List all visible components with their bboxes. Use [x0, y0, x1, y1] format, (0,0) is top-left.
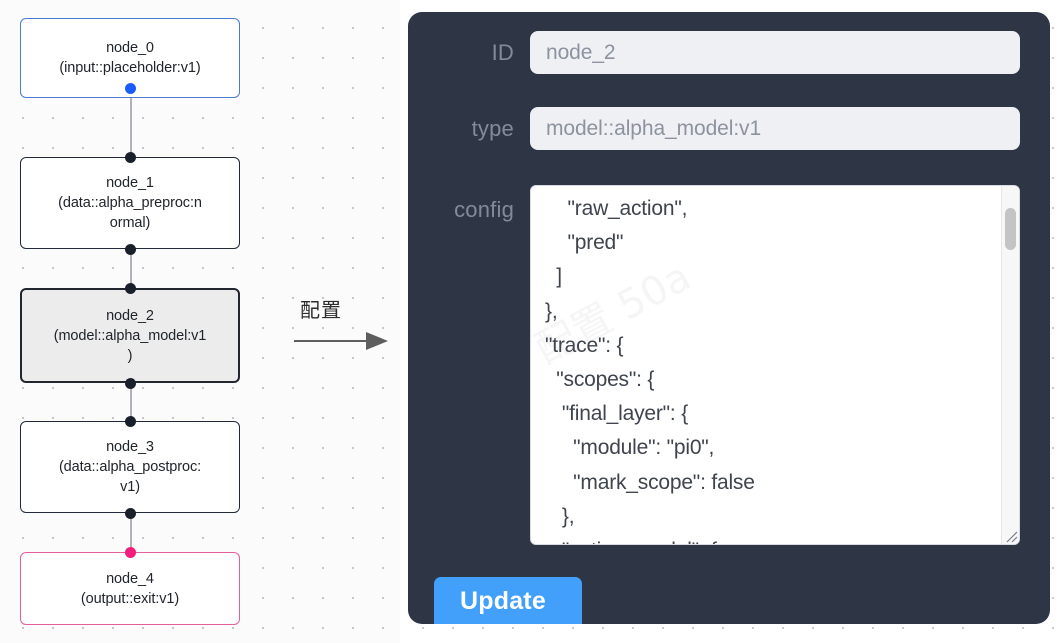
node-title: node_2 — [106, 307, 154, 324]
edge-node2-node3 — [130, 383, 132, 422]
node-subtitle-line2: ormal) — [109, 215, 151, 231]
config-textarea[interactable]: "raw_action", "pred" ] }, "trace": { "sc… — [530, 185, 1020, 545]
config-scrollbar-thumb[interactable] — [1005, 208, 1016, 250]
graph-node-node_3[interactable]: node_3 (data::alpha_postproc: v1) — [20, 421, 240, 513]
node-port-node_1-input[interactable] — [125, 152, 136, 163]
graph-node-node_4[interactable]: node_4 (output::exit:v1) — [20, 552, 240, 625]
node-title: node_4 — [106, 570, 154, 587]
type-field-label: type — [471, 116, 514, 141]
right-arrow-icon — [294, 332, 388, 350]
config-annotation: 配置 — [292, 298, 396, 364]
node-title: node_1 — [106, 175, 154, 191]
type-input[interactable] — [530, 107, 1020, 150]
node-subtitle-line1: (model::alpha_model:v1 — [53, 327, 207, 344]
node-port-node_3-input[interactable] — [125, 416, 136, 427]
node-port-node_3-output[interactable] — [125, 508, 136, 519]
graph-node-node_1[interactable]: node_1 (data::alpha_preproc:n ormal) — [20, 157, 240, 249]
node-subtitle-line2: v1) — [120, 479, 140, 495]
id-field-label: ID — [491, 40, 514, 65]
node-title: node_3 — [106, 439, 154, 455]
node-subtitle-line2: ) — [127, 347, 133, 364]
node-subtitle: (output::exit:v1) — [80, 590, 180, 607]
graph-node-node_2[interactable]: node_2 (model::alpha_model:v1 ) — [20, 288, 240, 383]
update-button[interactable]: Update — [434, 577, 582, 624]
field-row-config: config "raw_action", "pred" ] }, "trace"… — [408, 185, 1050, 545]
node-subtitle-line1: (data::alpha_postproc: — [58, 459, 202, 475]
node-port-node_1-output[interactable] — [125, 244, 136, 255]
config-field-label: config — [454, 197, 514, 222]
node-subtitle-line1: (data::alpha_preproc:n — [58, 195, 202, 211]
config-textarea-wrapper: "raw_action", "pred" ] }, "trace": { "sc… — [530, 185, 1020, 545]
edge-node1-node2 — [130, 249, 132, 289]
node-title: node_0 — [106, 40, 154, 56]
node-graph-canvas[interactable]: node_0 (input::placeholder:v1) node_1 (d… — [0, 0, 400, 643]
graph-node-node_0[interactable]: node_0 (input::placeholder:v1) — [20, 18, 240, 98]
edge-node3-node4 — [130, 513, 132, 553]
config-scrollbar-track[interactable] — [1001, 186, 1019, 544]
field-row-id: ID — [408, 31, 1050, 74]
resize-handle-icon[interactable] — [1002, 527, 1018, 543]
node-port-node_2-input[interactable] — [125, 283, 136, 294]
node-port-node_4-input[interactable] — [125, 547, 136, 558]
field-row-type: type — [408, 107, 1050, 150]
node-inspector-panel: ID type config "raw_action", "pred" ] },… — [408, 12, 1050, 624]
node-port-node_0-output[interactable] — [125, 83, 136, 94]
node-subtitle: (input::placeholder:v1) — [59, 60, 201, 76]
node-port-node_2-output[interactable] — [125, 378, 136, 389]
annotation-label: 配置 — [300, 298, 342, 322]
edge-node0-node1 — [130, 88, 132, 158]
id-input[interactable] — [530, 31, 1020, 74]
